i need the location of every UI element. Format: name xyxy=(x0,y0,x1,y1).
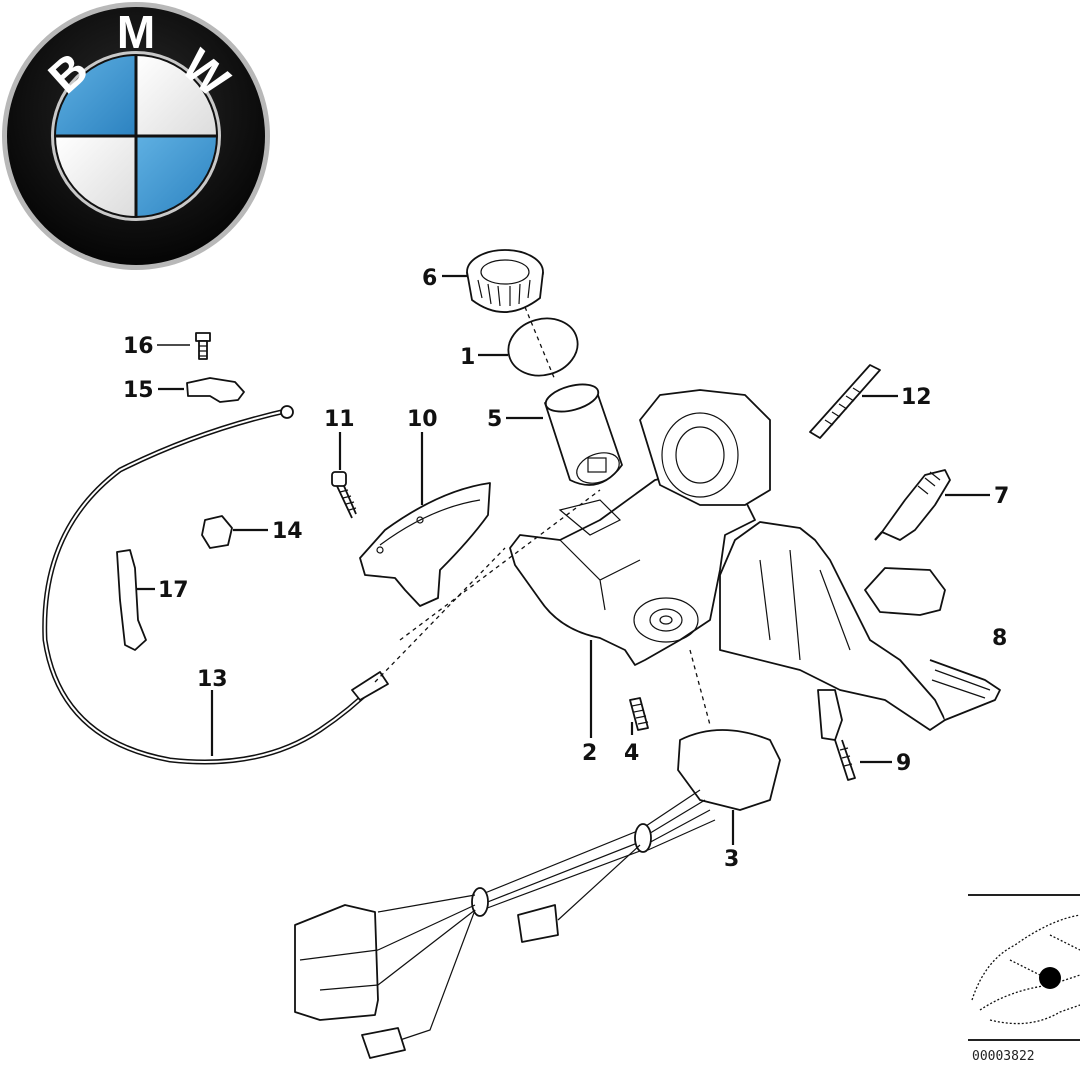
car-outline xyxy=(971,914,1080,1001)
part-7-switch xyxy=(874,469,951,541)
part-3-wiring-harness xyxy=(294,729,781,1059)
part-15-clamp xyxy=(186,377,245,403)
logo-quadrant-blue-tl xyxy=(56,56,136,136)
part-1-ring xyxy=(507,306,579,381)
part-6-bushing xyxy=(466,249,544,313)
callout-17: 17 xyxy=(158,578,189,603)
part-16-bolt xyxy=(195,332,211,360)
callout-13: 13 xyxy=(197,667,228,692)
part-11-screw xyxy=(331,471,357,519)
locator-inset: 00003822 xyxy=(968,894,1080,1064)
callout-9: 9 xyxy=(896,751,911,776)
part-17-guide xyxy=(116,549,147,651)
callout-6: 6 xyxy=(422,266,437,291)
leader-lines xyxy=(136,274,990,845)
location-marker xyxy=(1039,967,1061,989)
part-12-pin xyxy=(809,364,881,439)
part-5-lock-cylinder xyxy=(544,383,623,486)
callout-8: 8 xyxy=(992,626,1007,651)
part-10-cover xyxy=(359,482,491,607)
callout-1: 1 xyxy=(460,345,475,370)
callout-15: 15 xyxy=(123,378,154,403)
part-9-clip xyxy=(817,689,856,781)
callout-3: 3 xyxy=(724,847,739,872)
callout-2: 2 xyxy=(582,741,597,766)
callout-12: 12 xyxy=(901,385,932,410)
assembly-line xyxy=(399,489,601,641)
callout-7: 7 xyxy=(994,484,1009,509)
logo-quadrant-white-tr xyxy=(136,56,216,136)
diagram-code: 00003822 xyxy=(972,1049,1035,1064)
callout-4: 4 xyxy=(624,741,639,766)
logo-quadrant-blue-br xyxy=(136,136,216,216)
callout-16: 16 xyxy=(123,334,154,359)
assembly-line xyxy=(689,649,711,726)
bmw-logo: B M W xyxy=(2,2,270,270)
logo-quadrant-white-bl xyxy=(56,136,136,216)
part-8-bracket xyxy=(719,521,1001,731)
callout-5: 5 xyxy=(487,407,502,432)
callout-11: 11 xyxy=(324,407,355,432)
part-2-housing xyxy=(509,389,771,666)
part-13-cable xyxy=(42,405,506,765)
callout-10: 10 xyxy=(407,407,438,432)
part-4-spring xyxy=(629,697,649,731)
logo-letter-m: M xyxy=(117,6,155,58)
callout-14: 14 xyxy=(272,519,303,544)
part-14-clip xyxy=(201,515,233,549)
